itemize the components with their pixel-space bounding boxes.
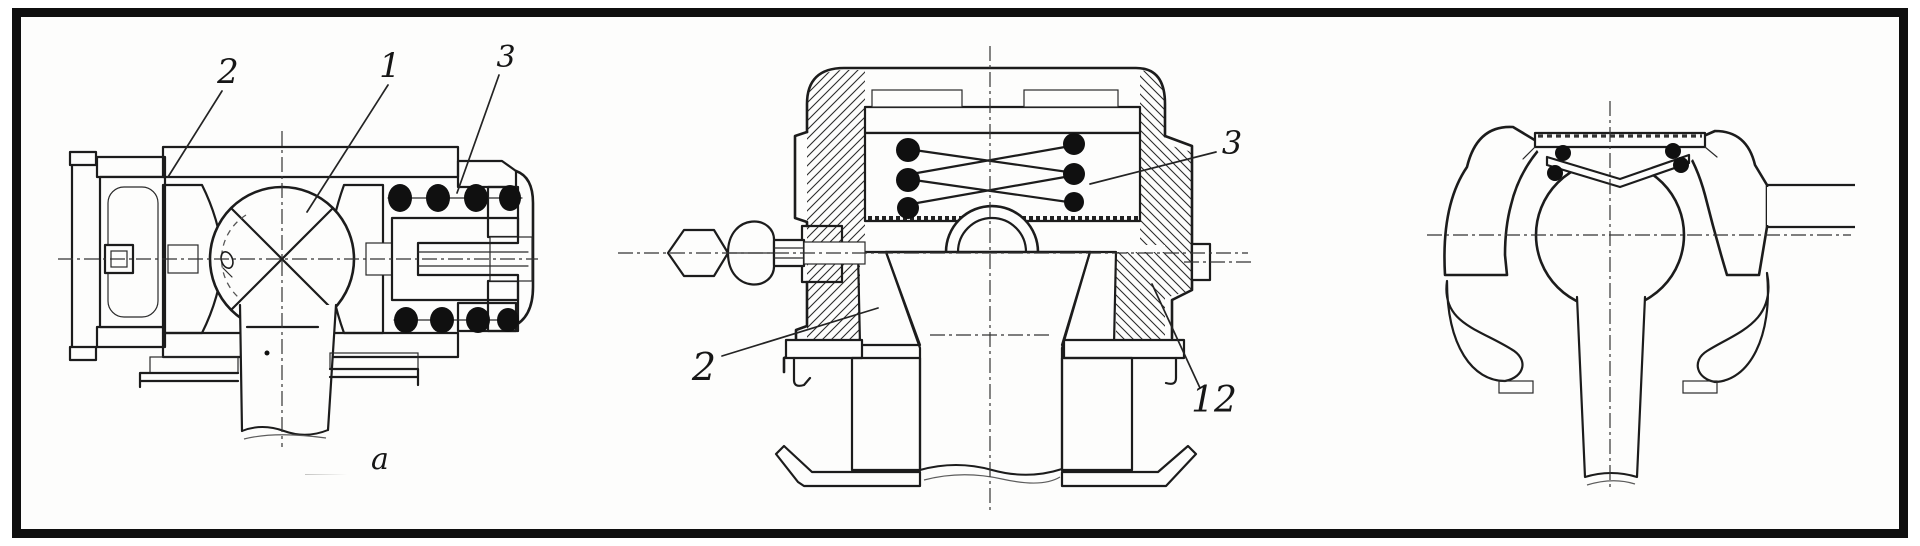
housing-walls xyxy=(782,66,1212,374)
dust-boot xyxy=(1445,271,1770,394)
part-label-3: 3 xyxy=(496,40,515,75)
coil-spring-section-dots xyxy=(388,184,521,333)
figure-left-ball-joint-longitudinal-section: 2 1 3 а xyxy=(58,40,538,475)
part-label-12: 12 xyxy=(1191,380,1237,421)
coil-spring xyxy=(896,133,1085,219)
callouts: 2 3 12 xyxy=(691,124,1242,421)
spring-seat-dome xyxy=(944,204,1040,254)
centerlines xyxy=(618,46,1254,514)
steering-arm-rod xyxy=(1765,183,1855,229)
ball-stud xyxy=(208,185,356,440)
left-end-cap xyxy=(68,150,167,362)
cover-and-spring-plate xyxy=(1522,131,1718,189)
figure-middle-ball-joint-vertical-section: 2 3 12 xyxy=(618,46,1254,514)
spring-plunger xyxy=(387,184,529,333)
part-label-1: 1 xyxy=(379,46,401,86)
part-label-3: 3 xyxy=(1222,124,1242,162)
part-label-2: 2 xyxy=(691,345,716,389)
centerlines xyxy=(1427,101,1851,489)
ball-pin xyxy=(884,250,1092,484)
centerlines xyxy=(58,131,538,447)
part-label-2: 2 xyxy=(216,52,239,92)
ball-stud-pin xyxy=(1575,295,1647,486)
figure-caption-a: а xyxy=(371,442,389,475)
angle-mark xyxy=(220,250,234,278)
figure-right-ball-joint-section xyxy=(1427,101,1855,489)
callouts: 2 1 3 xyxy=(167,40,516,213)
bottom-plate xyxy=(774,444,1198,488)
spring-chamber xyxy=(863,89,1142,254)
housing-walls xyxy=(1443,125,1769,277)
rubber-seal-and-retainer xyxy=(138,352,420,389)
rubber-bushings xyxy=(850,356,1134,472)
